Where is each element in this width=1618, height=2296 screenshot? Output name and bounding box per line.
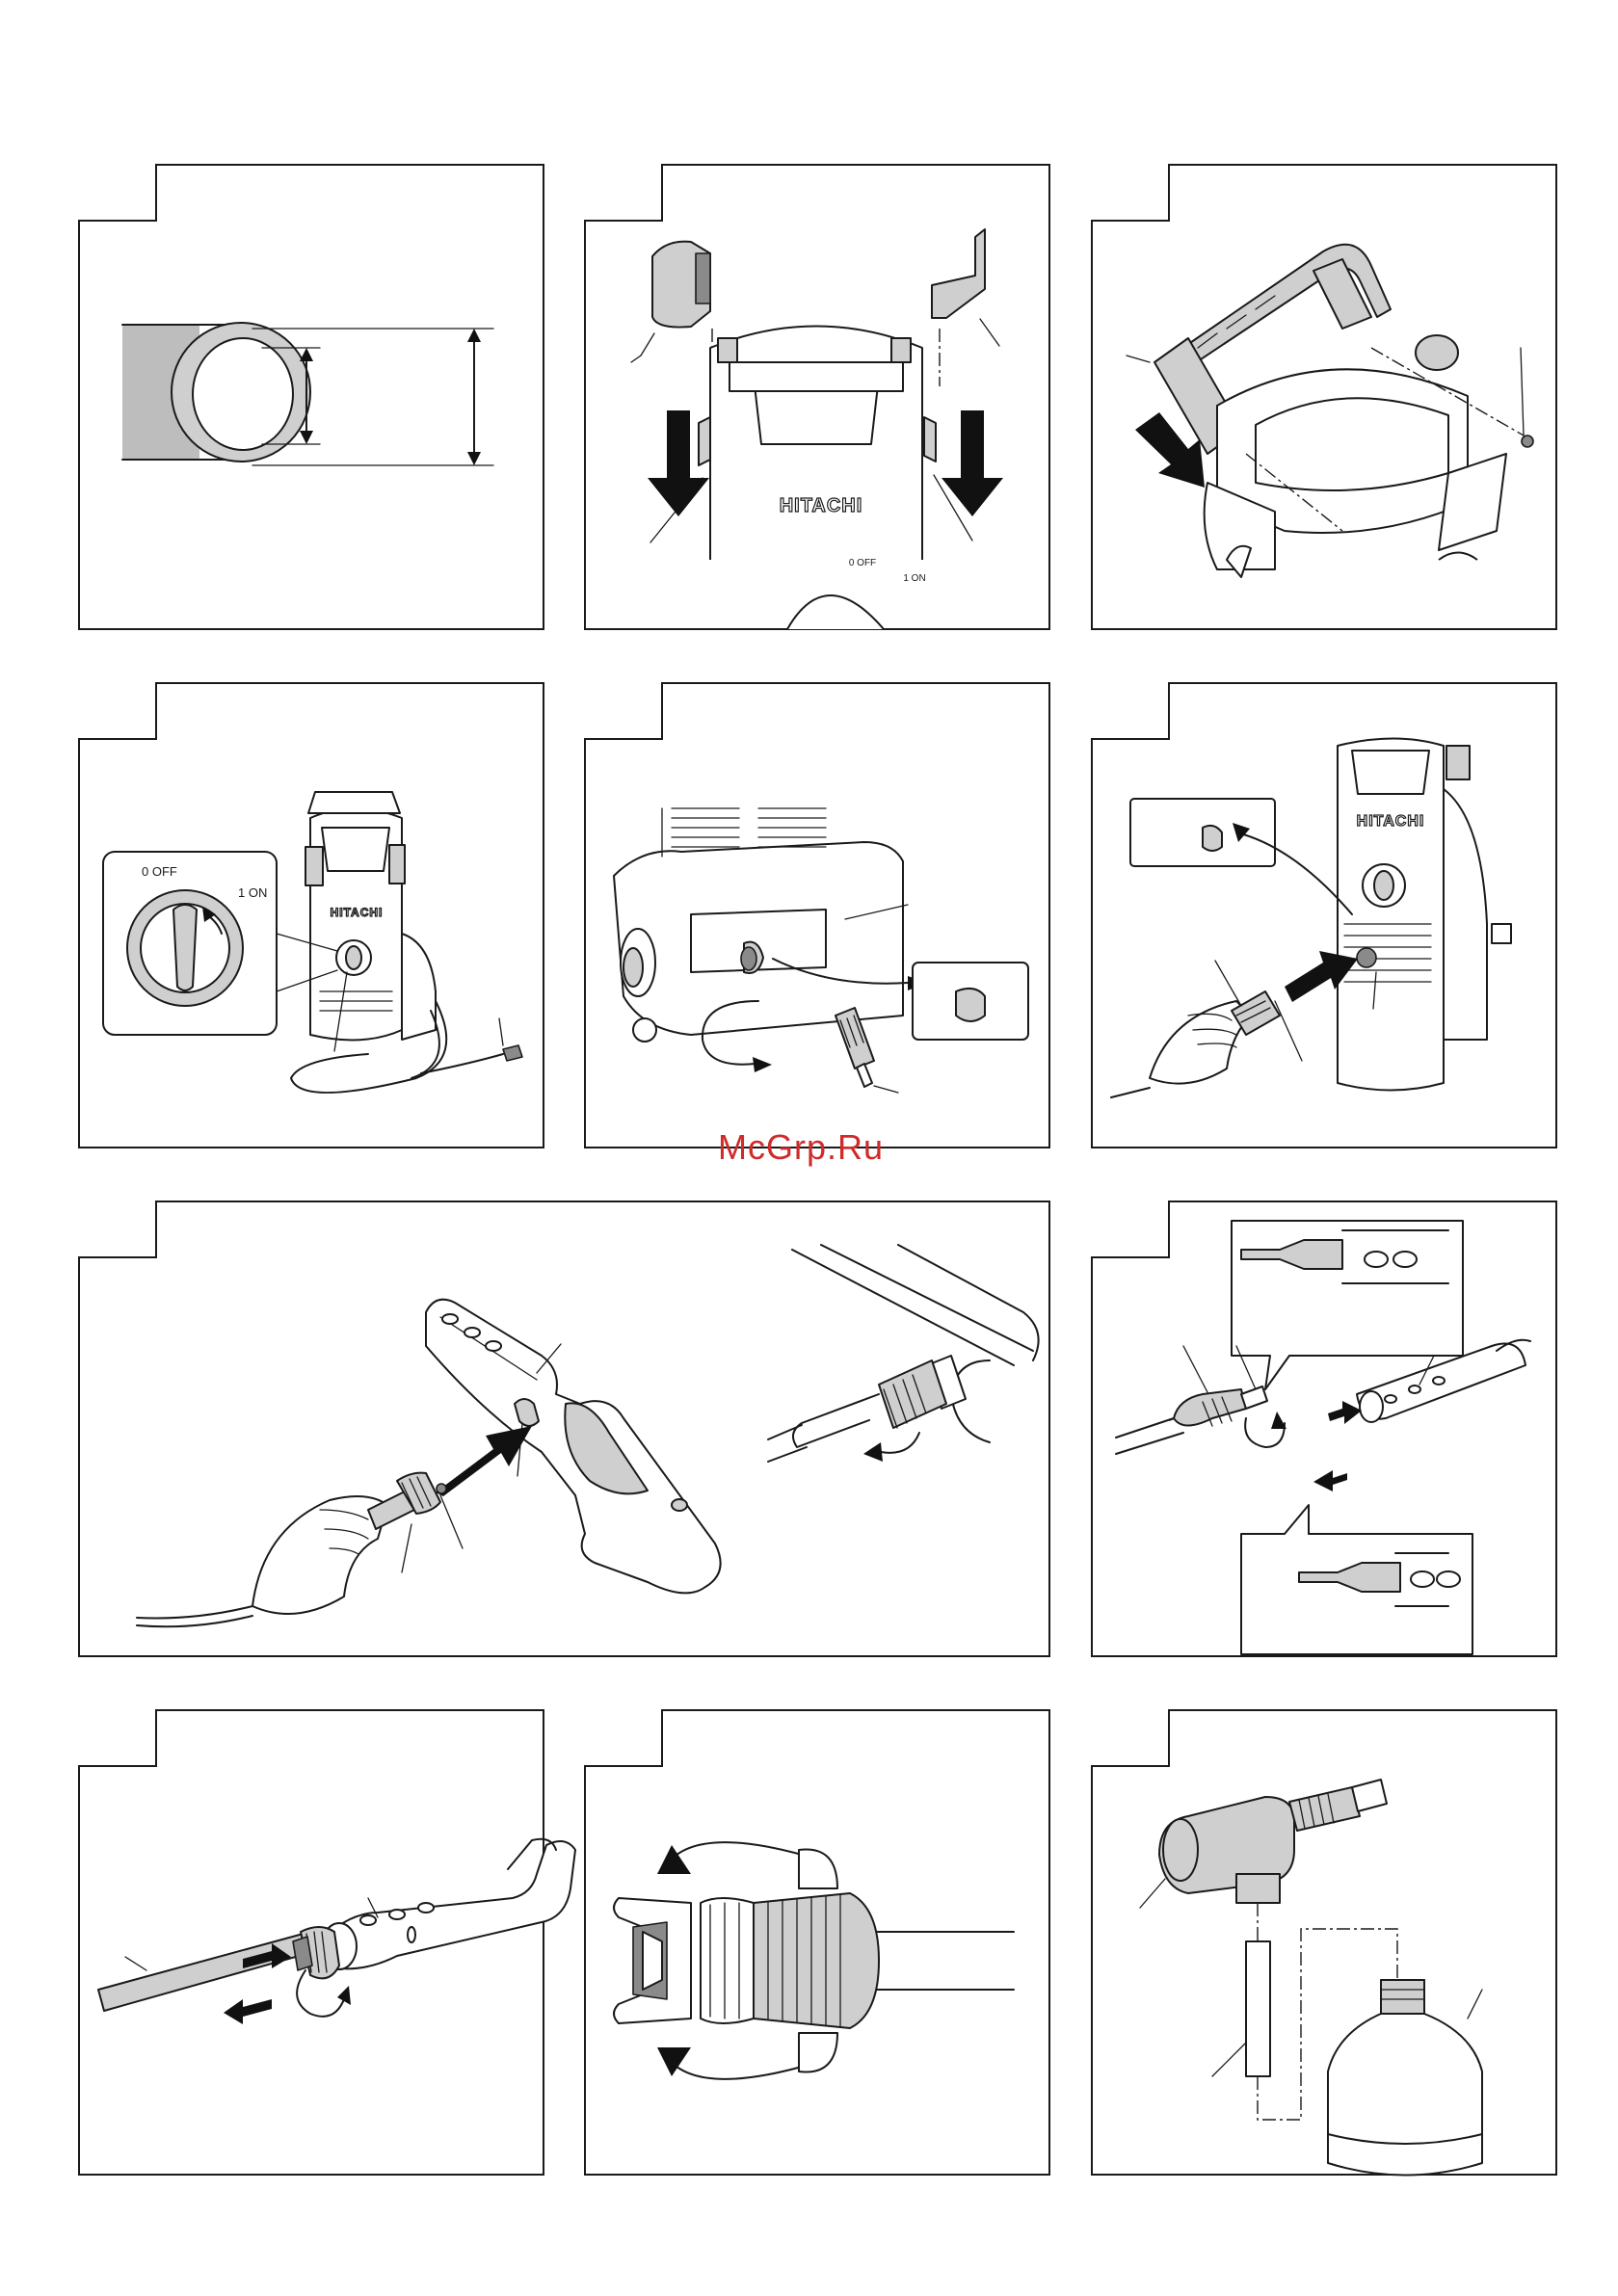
detergent-bottle-illustration [1092, 1710, 1556, 2175]
nozzle-adjust-illustration [585, 1710, 1049, 2175]
figure-panel-10 [585, 1710, 1049, 2175]
trigger-gun-connection-illustration [79, 1201, 1049, 1656]
figure-panel-8 [1092, 1201, 1556, 1656]
inset-switch-on-label: 1 ON [238, 885, 267, 900]
switch-off-label: 0 OFF [849, 558, 876, 568]
figure-panel-1 [79, 165, 544, 629]
brand-logo-panel-6: HITACHI [1357, 813, 1425, 830]
figure-panel-7 [79, 1201, 1049, 1656]
figure-panel-6: HITACHI [1092, 683, 1556, 1148]
switch-on-label: 1 ON [903, 573, 925, 584]
power-switch-illustration: HITACHI 0 OFF 1 ON [79, 683, 544, 1148]
figure-panel-3 [1092, 165, 1556, 629]
handle-mounting-illustration [1092, 165, 1556, 629]
hose-diameter-illustration [79, 165, 544, 629]
figure-panel-9 [79, 1710, 544, 2175]
figure-panel-11 [1092, 1710, 1556, 2175]
outlet-cap-illustration [585, 683, 1049, 1148]
brand-logo-small: HITACHI [331, 906, 384, 919]
gun-coupling-detail-illustration [1092, 1201, 1556, 1656]
watermark-text: McGrp.Ru [718, 1127, 884, 1168]
figure-panel-4: HITACHI 0 OFF 1 ON [79, 683, 544, 1148]
side-holders-illustration: HITACHI 0 OFF 1 ON [585, 165, 1049, 629]
brand-logo: HITACHI [780, 495, 863, 516]
inset-switch-off-label: 0 OFF [142, 864, 177, 879]
lance-attach-illustration [79, 1710, 544, 2175]
figure-panel-2: HITACHI 0 OFF 1 ON [585, 165, 1049, 629]
hose-connection-illustration: HITACHI [1092, 683, 1556, 1148]
figure-panel-5 [585, 683, 1049, 1148]
